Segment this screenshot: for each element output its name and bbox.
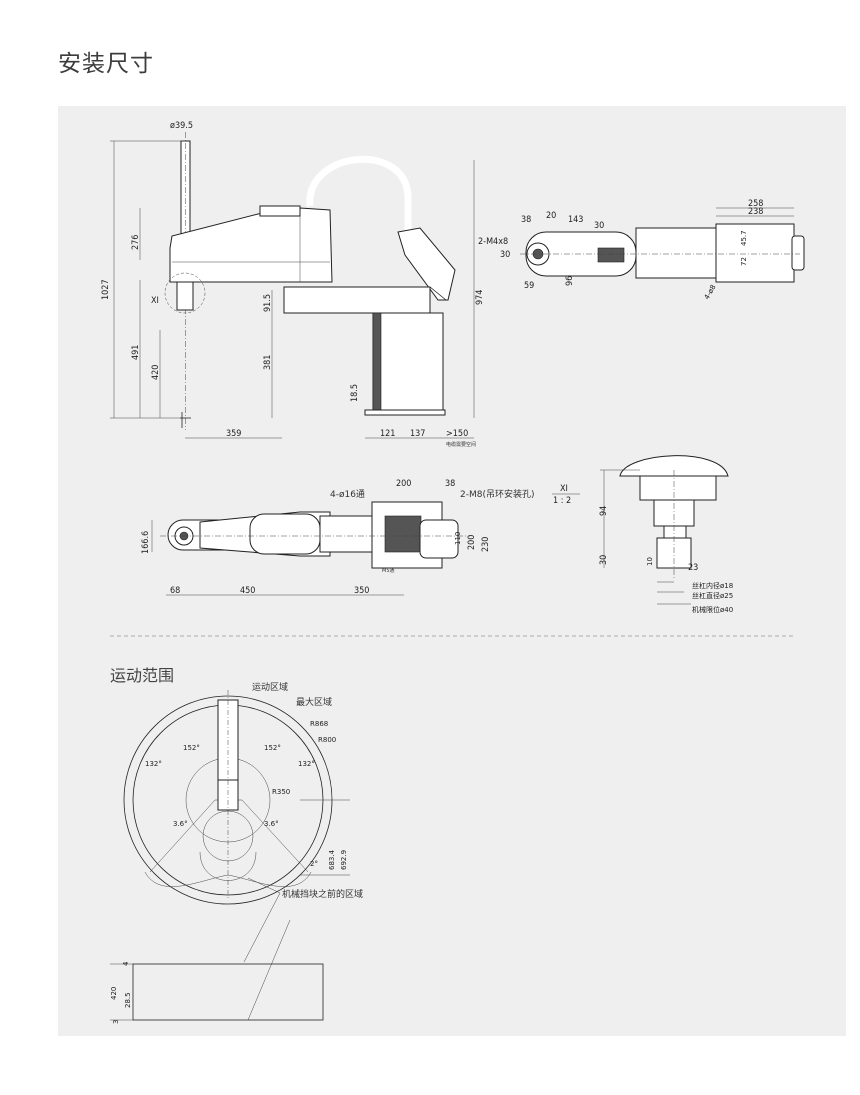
dim-150: >150 <box>446 429 468 439</box>
dim-bottom-420: 420 <box>110 987 118 1000</box>
dim-137: 137 <box>410 429 425 439</box>
side-view: ø39.5 1027 276 491 420 381 91.5 18.5 974… <box>101 121 485 448</box>
dim-72: 72 <box>740 257 748 266</box>
dim-276: 276 <box>131 235 141 250</box>
dim-4-holes: 4-ø8 <box>703 283 718 301</box>
cable-duct <box>397 227 456 301</box>
label-132-left: 132° <box>145 760 162 768</box>
base-column <box>372 312 444 414</box>
label-3-6-left: 3.6° <box>173 820 188 828</box>
label-132-right: 132° <box>298 760 315 768</box>
dim-450: 450 <box>240 586 255 596</box>
motion-range: 运动范围 运动区域 最大区域 R868 R800 R350 152° 152° … <box>110 666 363 1024</box>
dim-m8: 2-M8(吊环安装孔) <box>460 488 535 500</box>
page-title: 安装尺寸 <box>58 51 154 77</box>
dim-38: 38 <box>521 215 531 225</box>
dim-258: 258 <box>748 199 763 209</box>
dim-30-top: 30 <box>594 221 604 231</box>
dim-30-side: 30 <box>500 250 510 260</box>
dim-381: 381 <box>263 355 273 370</box>
detail-title: XI <box>560 484 568 494</box>
label-r868: R868 <box>310 720 328 728</box>
dim-974: 974 <box>475 290 485 305</box>
dim-38-top: 38 <box>445 479 455 489</box>
dim-200-top: 200 <box>396 479 411 489</box>
cable-space-note: 电缆需要空间 <box>446 441 476 448</box>
arm-housing <box>169 207 333 283</box>
dim-166-6: 166.6 <box>141 531 151 554</box>
dim-420: 420 <box>151 365 161 380</box>
label-152-left: 152° <box>183 744 200 752</box>
label-152-right: 152° <box>264 744 281 752</box>
motion-elevation <box>132 963 324 1021</box>
dim-bottom-4: 4 <box>122 961 130 966</box>
dim-45-7: 45.7 <box>740 230 748 246</box>
dim-m5: M5通 <box>382 567 395 574</box>
dim-683-4: 683.4 <box>328 849 336 870</box>
dim-491: 491 <box>131 345 141 360</box>
dim-350: 350 <box>354 586 369 596</box>
dim-m4: 2-M4x8 <box>478 237 508 247</box>
label-motion-area: 运动区域 <box>252 681 288 693</box>
dim-121: 121 <box>380 429 395 439</box>
dim-110: 110 <box>454 532 462 545</box>
dim-94: 94 <box>599 506 609 516</box>
top-view: 4-ø16通 200 38 2-M8(吊环安装孔) 166.6 110 200 … <box>141 479 535 596</box>
dim-30-detail: 30 <box>599 555 609 565</box>
dim-holes: 4-ø16通 <box>330 489 365 500</box>
label-2-deg: 2° <box>310 860 318 868</box>
dim-692-9: 692.9 <box>340 850 348 870</box>
motion-title: 运动范围 <box>110 666 174 685</box>
dim-143: 143 <box>568 215 583 225</box>
dim-20: 20 <box>546 211 556 221</box>
dim-200-side: 200 <box>467 535 477 550</box>
dim-238: 238 <box>748 207 763 217</box>
dim-230: 230 <box>481 537 491 552</box>
dim-rod: ø39.5 <box>170 121 193 131</box>
dim-bottom-3: 3 <box>112 1020 120 1024</box>
label-inner-diameter: 丝杠内径ø18 <box>692 581 733 590</box>
label-max-area: 最大区域 <box>296 696 332 708</box>
label-3-6-right: 3.6° <box>264 820 279 828</box>
base-view: 258 238 38 20 143 30 2-M4x8 30 59 96 72 … <box>478 199 805 301</box>
dim-1027: 1027 <box>101 279 111 300</box>
dim-23: 23 <box>688 563 698 573</box>
label-outer-diameter: 丝杠直径ø25 <box>692 591 733 600</box>
dim-96: 96 <box>565 276 575 286</box>
label-stop-area: 机械挡块之前的区域 <box>282 888 363 900</box>
detail-callout: XI <box>151 296 159 306</box>
dim-10: 10 <box>646 557 654 566</box>
dim-359: 359 <box>226 429 241 439</box>
label-mechanical-limit: 机械限位ø40 <box>692 605 733 614</box>
dim-bottom-28-5: 28.5 <box>124 992 132 1008</box>
label-r800: R800 <box>318 736 336 744</box>
label-r350: R350 <box>272 788 290 796</box>
dim-18-5: 18.5 <box>350 384 360 402</box>
second-arm <box>283 286 431 314</box>
detail-scale: 1 : 2 <box>553 496 571 506</box>
detail-view: XI 1 : 2 94 30 10 23 丝杠内径ø18 丝杠直径ø25 机械限… <box>552 455 733 614</box>
dim-91-5: 91.5 <box>263 294 273 312</box>
dim-68: 68 <box>170 586 180 596</box>
dim-59: 59 <box>524 281 534 291</box>
